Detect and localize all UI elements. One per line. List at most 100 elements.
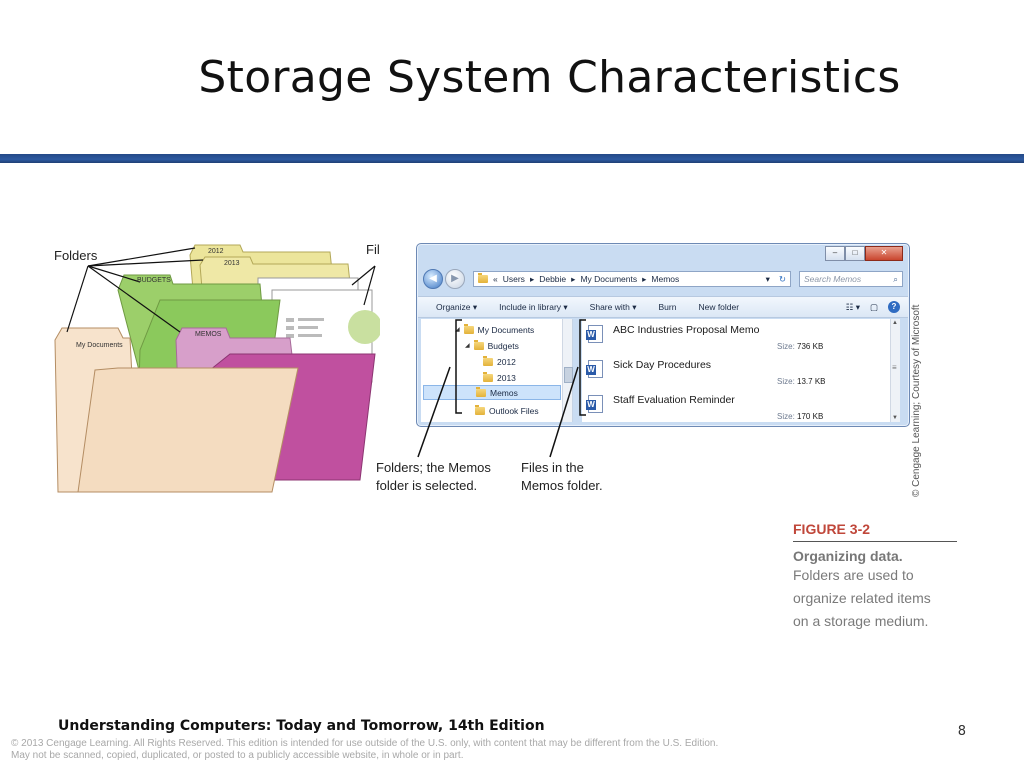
page-number: 8 — [957, 724, 966, 739]
refresh-icon[interactable]: ↻ — [778, 273, 786, 284]
explorer-window: – □ ✕ ◀ ▶ « Users ▸ Debbie ▸ My Document… — [416, 243, 910, 427]
breadcrumb-arrow-icon: ▸ — [529, 273, 535, 284]
address-bar[interactable]: « Users ▸ Debbie ▸ My Documents ▸ Memos … — [473, 271, 791, 287]
tree-label: Outlook Files — [489, 405, 539, 416]
tree-item-memos[interactable]: Memos — [423, 385, 561, 400]
breadcrumb-arrow-icon: ▸ — [642, 273, 647, 284]
files-callout-lines — [351, 265, 376, 306]
files-callout: Files in the Memos folder. — [521, 459, 603, 495]
search-icon: ⌕ — [893, 273, 898, 284]
folder-icon — [463, 323, 474, 334]
tree-label: Memos — [490, 387, 518, 398]
files-callout-line2: Memos folder. — [521, 478, 603, 493]
files-label: Files — [366, 242, 380, 257]
expand-triangle-icon[interactable]: ◢ — [465, 343, 470, 349]
minimize-button[interactable]: – — [825, 246, 845, 261]
folders-pointer-line — [417, 366, 451, 458]
figure-description-line: on a storage medium. — [793, 613, 929, 629]
new-folder-button[interactable]: New folder — [698, 302, 740, 312]
address-row: ◀ ▶ « Users ▸ Debbie ▸ My Documents ▸ Me… — [423, 268, 903, 290]
folders-callout-lines — [66, 247, 204, 333]
figure-caption: FIGURE 3-2 Organizing data. Folders are … — [793, 521, 957, 633]
organize-menu[interactable]: Organize ▾ — [436, 301, 478, 312]
folders-callout-line2: folder is selected. — [376, 478, 478, 493]
file-list: ABC Industries Proposal Memo Size: 736 K… — [582, 319, 892, 422]
copyright-line: May not be scanned, copied, duplicated, … — [11, 750, 464, 761]
tab-my-documents: My Documents — [76, 342, 123, 349]
search-input[interactable]: Search Memos ⌕ — [799, 271, 903, 287]
file-text-line — [298, 334, 322, 337]
image-credit: © Cengage Learning; Courtesy of Microsof… — [911, 304, 922, 497]
folders-callout-line1: Folders; the Memos — [376, 460, 491, 475]
burn-button[interactable]: Burn — [658, 302, 677, 312]
breadcrumb-users[interactable]: Users — [502, 274, 525, 284]
file-item[interactable]: Sick Day Procedures Size: 13.7 KB — [586, 356, 886, 390]
file-text-block — [286, 334, 294, 338]
breadcrumb-my-documents[interactable]: My Documents — [580, 274, 638, 284]
dropdown-arrow-icon[interactable]: ▾ — [765, 273, 770, 284]
tree-item-2013[interactable]: 2013 — [483, 370, 516, 385]
command-bar: Organize ▾ Include in library ▾ Share wi… — [418, 296, 908, 318]
breadcrumb-memos[interactable]: Memos — [651, 274, 680, 284]
view-tools: ☷ ▾ ▢ ? — [846, 301, 908, 313]
tree-item-budgets[interactable]: ◢ Budgets — [465, 338, 519, 353]
search-placeholder: Search Memos — [804, 274, 862, 284]
folder-my-documents-front — [77, 367, 299, 493]
file-size: Size: 13.7 KB — [777, 377, 826, 386]
scroll-down-icon[interactable]: ▼ — [892, 415, 898, 421]
file-name: Sick Day Procedures — [613, 359, 712, 371]
preview-pane-icon[interactable]: ▢ — [869, 301, 878, 312]
file-size: Size: 170 KB — [777, 412, 824, 421]
figure-subtitle: Organizing data. — [793, 548, 903, 564]
figure-number: FIGURE 3-2 — [793, 521, 957, 542]
folder-icon — [476, 386, 486, 397]
forward-arrow-icon[interactable]: ▶ — [445, 269, 465, 289]
folder-icon — [475, 404, 485, 415]
breadcrumb-overflow[interactable]: « — [493, 274, 498, 284]
help-icon[interactable]: ? — [888, 301, 900, 313]
tree-item-2012[interactable]: 2012 — [483, 354, 516, 369]
figure-description-line: Folders are used to — [793, 567, 914, 583]
tab-2012: 2012 — [208, 248, 224, 255]
word-document-icon — [586, 360, 603, 378]
copyright-line: © 2013 Cengage Learning. All Rights Rese… — [11, 738, 719, 749]
file-size: Size: 736 KB — [777, 342, 824, 351]
file-item[interactable]: Staff Evaluation Reminder Size: 170 KB — [586, 391, 886, 425]
files-callout-line1: Files in the — [521, 460, 584, 475]
expand-triangle-icon[interactable]: ◢ — [455, 327, 460, 333]
change-view-icon[interactable]: ☷ ▾ — [845, 301, 860, 312]
tree-label: 2013 — [497, 372, 516, 383]
folder-icon — [483, 355, 493, 366]
files-bracket — [579, 319, 586, 416]
folder-icon — [483, 371, 493, 382]
folders-label: Folders — [54, 248, 98, 263]
breadcrumb-debbie[interactable]: Debbie — [539, 274, 567, 284]
file-name: Staff Evaluation Reminder — [613, 394, 735, 406]
file-name: ABC Industries Proposal Memo — [613, 324, 760, 336]
file-item[interactable]: ABC Industries Proposal Memo Size: 736 K… — [586, 321, 886, 355]
figure-description-line: organize related items — [793, 590, 931, 606]
back-arrow-icon[interactable]: ◀ — [423, 269, 443, 289]
scroll-up-icon[interactable]: ▲ — [892, 320, 898, 326]
include-in-library-menu[interactable]: Include in library ▾ — [499, 301, 568, 312]
tree-item-my-documents[interactable]: ◢ My Documents — [455, 322, 534, 337]
footer-title: Understanding Computers: Today and Tomor… — [58, 718, 545, 734]
copyright-notice: © 2013 Cengage Learning. All Rights Rese… — [11, 738, 851, 762]
share-with-menu[interactable]: Share with ▾ — [589, 301, 637, 312]
close-button[interactable]: ✕ — [865, 246, 903, 261]
scroll-thumb[interactable] — [564, 367, 573, 383]
window-controls: – □ ✕ — [825, 246, 903, 261]
file-text-line — [298, 326, 318, 329]
tab-budgets: BUDGETS — [137, 277, 171, 284]
word-document-icon — [586, 395, 603, 413]
files-pointer-line — [549, 366, 579, 458]
tree-label: Budgets — [487, 340, 519, 351]
tree-item-outlook-files[interactable]: Outlook Files — [475, 403, 539, 418]
folders-callout: Folders; the Memos folder is selected. — [376, 459, 491, 495]
file-list-scrollbar[interactable]: ▲ ≡ ▼ — [890, 319, 900, 422]
scroll-grip-icon[interactable]: ≡ — [892, 363, 897, 372]
navigation-pane: ◢ My Documents ◢ Budgets 2012 2013 Memos… — [421, 319, 573, 422]
nav-scrollbar[interactable] — [562, 319, 573, 422]
explorer-callout-lines — [417, 319, 586, 458]
maximize-button[interactable]: □ — [845, 246, 865, 261]
